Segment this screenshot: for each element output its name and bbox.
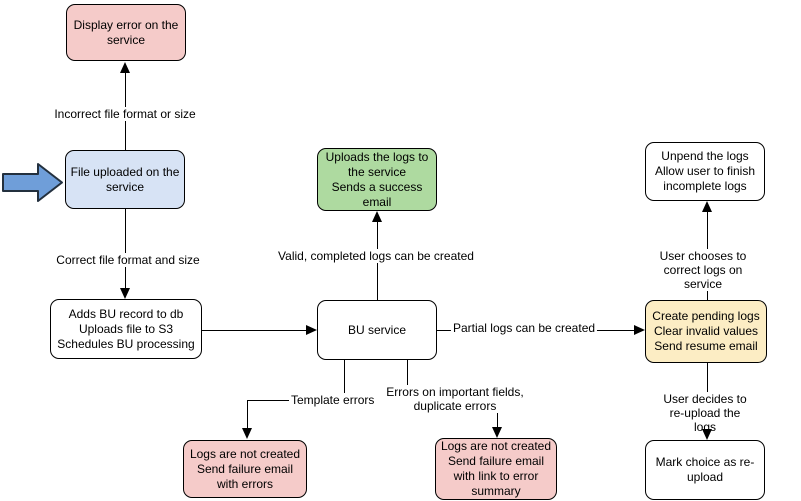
node-fail-summary: Logs are not created Send failure email … (435, 438, 557, 500)
arrowhead-up-icon (702, 201, 712, 212)
edge-label-user-correct: User chooses to correct logs on service (654, 249, 752, 291)
arrowhead-down-icon (492, 427, 502, 438)
node-upload-success: Uploads the logs to the service Sends a … (317, 148, 437, 211)
node-adds-bu-record: Adds BU record to db Uploads file to S3 … (50, 299, 202, 359)
edge-template-errors-stub-line (343, 360, 345, 400)
arrowhead-up-icon (372, 211, 382, 222)
node-bu-service: BU service (317, 300, 437, 360)
edge-label-partial-logs: Partial logs can be created (450, 321, 598, 335)
arrowhead-up-icon (120, 62, 130, 73)
edge-important-errors-stub-line (406, 360, 408, 387)
node-display-error: Display error on the service (66, 4, 186, 61)
node-mark-reupload: Mark choice as re- upload (645, 440, 765, 500)
entry-pointer-arrow-icon (2, 163, 63, 202)
node-create-pending: Create pending logs Clear invalid values… (645, 300, 767, 363)
edge-adds-bu-to-service-line (202, 329, 308, 331)
arrowhead-right-icon (634, 325, 645, 335)
edge-label-valid-logs: Valid, completed logs can be created (276, 249, 476, 263)
edge-correct-format-line (124, 209, 126, 289)
edge-label-correct-format: Correct file format and size (54, 253, 202, 267)
edge-label-incorrect-format: Incorrect file format or size (52, 107, 198, 121)
arrowhead-down-icon (702, 429, 712, 440)
edge-label-template-errors: Template errors (289, 393, 377, 407)
edge-important-errors-drop-line (496, 410, 498, 429)
arrowhead-right-icon (306, 325, 317, 335)
arrowhead-down-icon (242, 428, 252, 439)
edge-label-user-reupload: User decides to re-upload the logs (657, 392, 753, 434)
edge-template-errors-drop-line (246, 400, 248, 429)
arrowhead-down-icon (120, 288, 130, 299)
node-fail-errors: Logs are not created Send failure email … (183, 440, 307, 498)
edge-label-important-errors: Errors on important fields, duplicate er… (384, 385, 526, 413)
node-unpend-logs: Unpend the logs Allow user to finish inc… (645, 142, 765, 201)
node-file-uploaded: File uploaded on the service (65, 150, 185, 209)
